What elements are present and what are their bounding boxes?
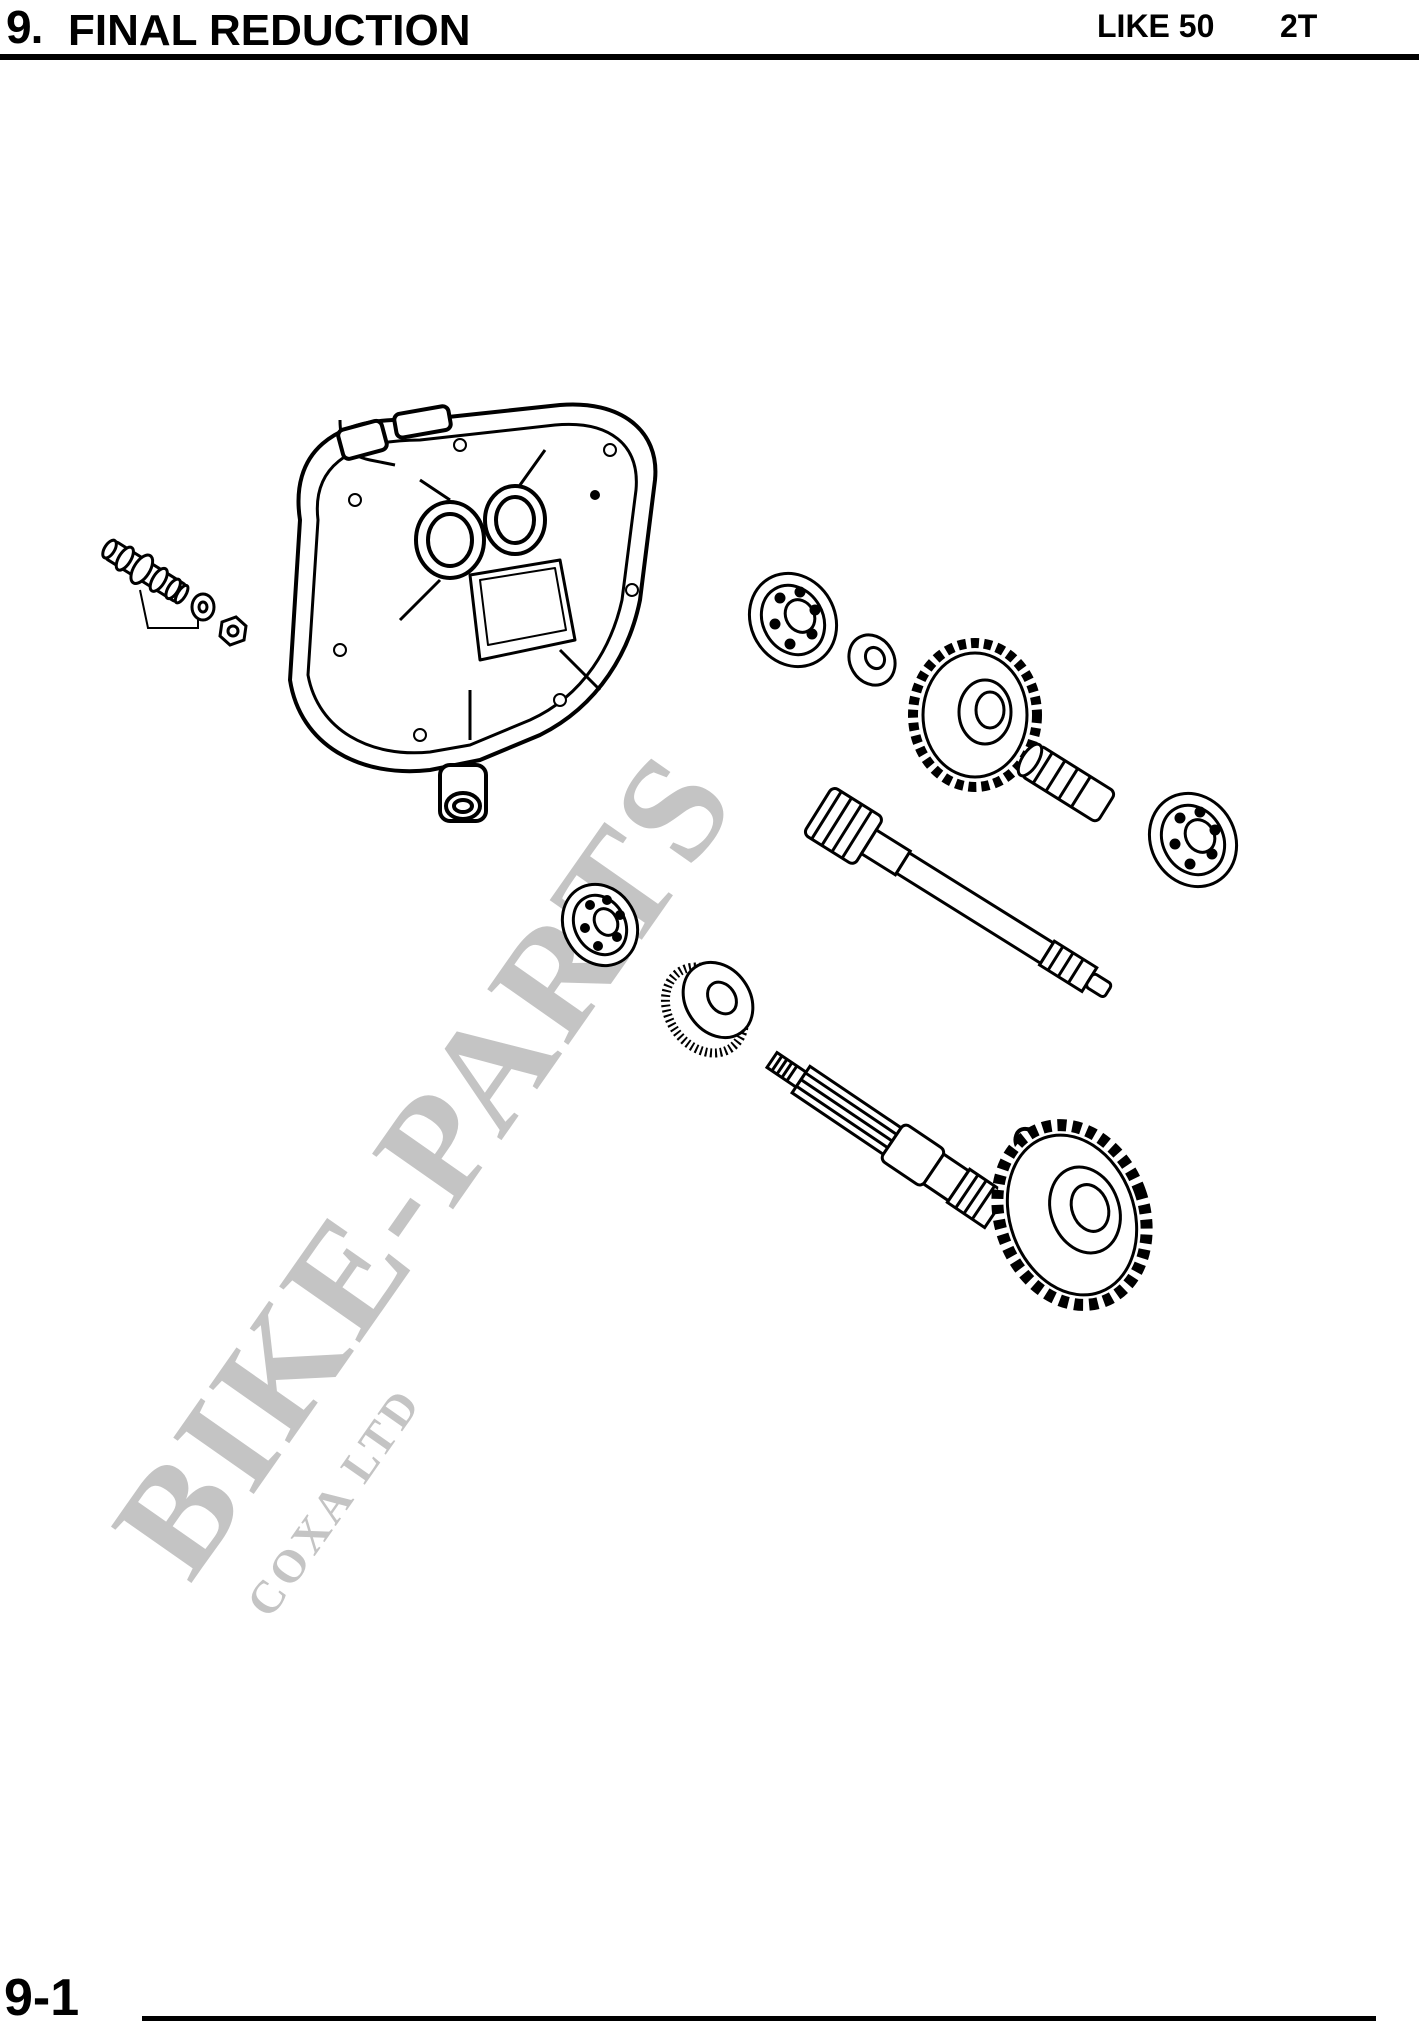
- watermark: BIKE-PARTS COXA LTD: [81, 722, 768, 1626]
- engine-type: 2T: [1280, 8, 1318, 44]
- oil-seal: [660, 960, 755, 1058]
- stud-bolt-assembly: [101, 538, 248, 647]
- bearing-right: [1147, 791, 1239, 889]
- intermediate-gear: [908, 638, 1042, 792]
- gearbox-cover: [288, 402, 658, 823]
- section-title: FINAL REDUCTION: [68, 6, 471, 55]
- intermediate-shaft: [1016, 742, 1116, 823]
- final-gear: [991, 1119, 1153, 1311]
- page-header: 9. FINAL REDUCTION LIKE 50 2T: [0, 0, 1419, 62]
- bearing-upper: [747, 571, 839, 669]
- shim-washer: [847, 633, 897, 687]
- primary-shaft: [803, 787, 1113, 999]
- header-rule: [0, 54, 1419, 60]
- model-name: LIKE 50: [1097, 8, 1215, 44]
- watermark-brand: BIKE-PARTS: [81, 722, 768, 1604]
- page-number: 9-1: [4, 1969, 80, 2027]
- section-number: 9.: [6, 1, 43, 53]
- footer-rule: [142, 2016, 1376, 2021]
- output-shaft: [764, 1050, 1010, 1230]
- bearing-left: [560, 882, 640, 968]
